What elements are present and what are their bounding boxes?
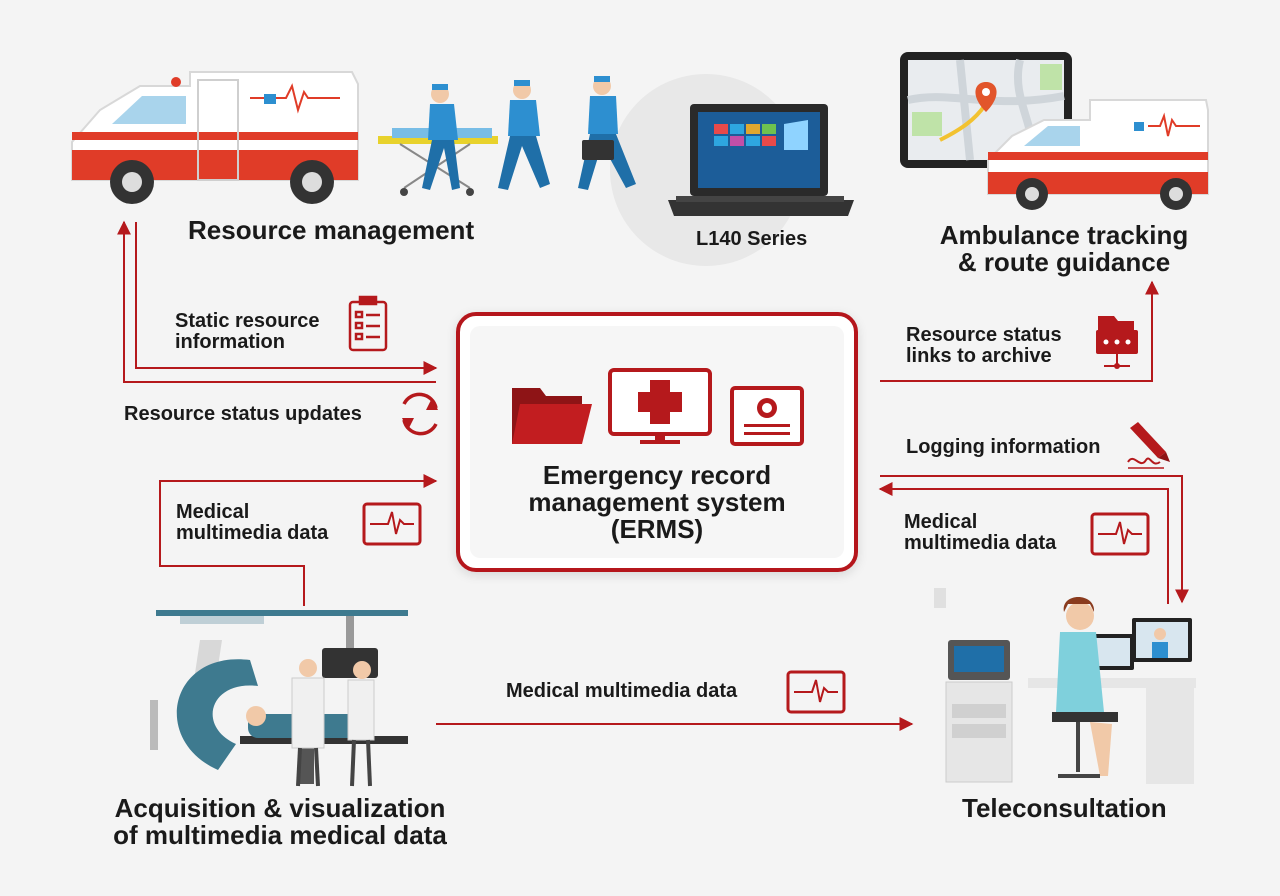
ambulance-tracking-line2: & route guidance bbox=[957, 247, 1171, 277]
medical-multimedia-right-label: Medical multimedia data bbox=[904, 512, 1056, 554]
certificate-icon bbox=[730, 386, 804, 446]
medical-multimedia-bottom-label: Medical multimedia data bbox=[506, 680, 738, 702]
acquisition-title: Acquisition & visualization of multimedi… bbox=[100, 795, 460, 849]
logging-information-label: Logging information bbox=[906, 436, 1101, 458]
laptop-icon bbox=[610, 74, 854, 266]
medical-monitor-icon bbox=[608, 368, 712, 444]
medical-multimedia-left-line2: multimedia data bbox=[176, 522, 329, 544]
erms-line1: Emergency record bbox=[542, 460, 772, 490]
laptop-model-label: L140 Series bbox=[696, 228, 808, 250]
static-resource-label: Static resource information bbox=[175, 311, 320, 353]
arrow-medical-right bbox=[878, 482, 1169, 604]
ecg-monitor-icon bbox=[786, 670, 846, 714]
ambulance-icon bbox=[987, 99, 1209, 210]
acquisition-line1: Acquisition & visualization bbox=[114, 793, 446, 823]
doctor-workstation-icon bbox=[934, 588, 1196, 784]
archive-server-icon bbox=[1096, 316, 1138, 369]
teleconsultation-title: Teleconsultation bbox=[962, 793, 1167, 823]
arrow-logging bbox=[880, 475, 1189, 604]
erms-box bbox=[456, 312, 858, 572]
erms-line3: (ERMS) bbox=[610, 514, 704, 544]
checklist-icon bbox=[348, 295, 388, 352]
arrow-status-links bbox=[880, 280, 1159, 382]
signature-pen-icon bbox=[1127, 422, 1170, 469]
medical-multimedia-right-line2: multimedia data bbox=[904, 532, 1057, 554]
ambulance-tracking-line1: Ambulance tracking bbox=[939, 220, 1189, 250]
arrow-resource-to-mgmt bbox=[117, 220, 436, 383]
paramedics-icon bbox=[378, 76, 636, 196]
resource-status-links-line1: Resource status bbox=[906, 324, 1062, 346]
erms-title: Emergency record management system (ERMS… bbox=[470, 462, 844, 543]
erms-line2: management system bbox=[528, 487, 786, 517]
resource-management-title: Resource management bbox=[188, 215, 475, 245]
resource-status-links-line2: links to archive bbox=[906, 345, 1052, 367]
medical-multimedia-right-line1: Medical bbox=[904, 511, 978, 533]
connector-lines bbox=[117, 220, 1189, 731]
acquisition-line2: of multimedia medical data bbox=[113, 820, 447, 850]
ambulance-tracking-title: Ambulance tracking & route guidance bbox=[924, 222, 1204, 276]
resource-status-links-label: Resource status links to archive bbox=[906, 325, 1062, 367]
resource-status-updates-label: Resource status updates bbox=[124, 403, 362, 425]
medical-multimedia-left-label: Medical multimedia data bbox=[176, 502, 328, 544]
static-resource-line1: Static resource bbox=[175, 310, 320, 332]
ambulance-icon bbox=[71, 71, 359, 204]
refresh-icon bbox=[402, 392, 438, 436]
c-arm-xray-icon bbox=[150, 610, 408, 787]
ecg-monitor-icon bbox=[1090, 512, 1150, 556]
static-resource-line2: information bbox=[175, 331, 285, 353]
folder-icon bbox=[512, 388, 592, 444]
map-route-icon bbox=[900, 52, 1072, 168]
arrow-medical-left bbox=[159, 474, 438, 606]
ecg-monitor-icon bbox=[362, 502, 422, 546]
arrow-static-resource bbox=[135, 222, 438, 375]
medical-multimedia-left-line1: Medical bbox=[176, 501, 250, 523]
